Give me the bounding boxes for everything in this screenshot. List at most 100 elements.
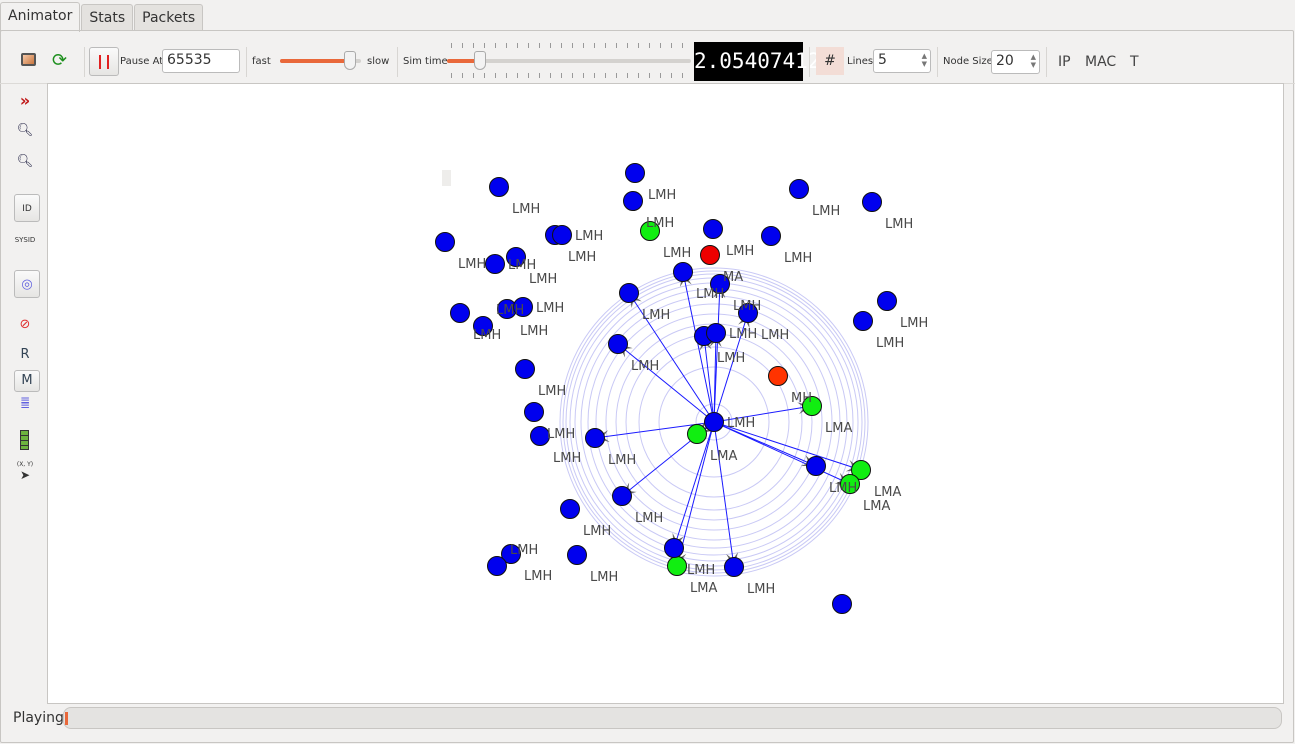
- node[interactable]: [552, 225, 572, 245]
- node[interactable]: [687, 424, 707, 444]
- node[interactable]: [608, 334, 628, 354]
- t-toggle[interactable]: T: [1130, 54, 1139, 70]
- node[interactable]: [515, 359, 535, 379]
- node[interactable]: [704, 412, 724, 432]
- range-circle: [587, 295, 841, 549]
- node-size-label: Node Size: [943, 56, 993, 67]
- node[interactable]: [724, 557, 744, 577]
- packet-link: [713, 332, 717, 423]
- node-label: LMA: [874, 485, 901, 500]
- r-button[interactable]: R: [20, 347, 30, 362]
- node-label: LMH: [726, 244, 754, 259]
- node[interactable]: [738, 303, 758, 323]
- packet-table-icon[interactable]: ≡≡: [19, 393, 31, 412]
- tab-animator[interactable]: Animator: [0, 2, 81, 32]
- node[interactable]: [450, 303, 470, 323]
- node[interactable]: [487, 556, 507, 576]
- node[interactable]: [567, 545, 587, 565]
- mac-toggle[interactable]: MAC: [1085, 54, 1117, 70]
- node[interactable]: [853, 311, 873, 331]
- node[interactable]: [485, 254, 505, 274]
- m-button[interactable]: M: [14, 370, 40, 392]
- node[interactable]: [435, 232, 455, 252]
- node-label: LMH: [727, 416, 755, 431]
- open-file-icon[interactable]: [21, 53, 36, 66]
- canvas-marker: [442, 170, 451, 186]
- node[interactable]: [473, 316, 493, 336]
- node[interactable]: [851, 460, 871, 480]
- show-id-button[interactable]: ID: [14, 194, 40, 222]
- tab-packets[interactable]: Packets: [134, 4, 204, 31]
- node[interactable]: [623, 191, 643, 211]
- node[interactable]: [506, 247, 526, 267]
- node[interactable]: [806, 456, 826, 476]
- node[interactable]: [489, 177, 509, 197]
- node[interactable]: [703, 219, 723, 239]
- cursor-xy-icon[interactable]: (X, Y)➤: [16, 461, 34, 482]
- node[interactable]: [768, 366, 788, 386]
- node[interactable]: [612, 486, 632, 506]
- speed-slider[interactable]: [280, 51, 361, 70]
- sim-time-label: Sim time: [403, 56, 448, 67]
- packet-link: [628, 292, 715, 423]
- node-label: LMH: [512, 202, 540, 217]
- zoom-out-icon[interactable]: 🔍︎: [16, 154, 34, 169]
- ip-toggle[interactable]: IP: [1058, 54, 1071, 70]
- node[interactable]: [530, 426, 550, 446]
- pause-at-input[interactable]: 65535: [162, 49, 240, 73]
- node-label: LMA: [863, 499, 890, 514]
- packet-link: [682, 271, 715, 423]
- node[interactable]: [862, 192, 882, 212]
- node-label: LMH: [473, 328, 501, 343]
- lines-label: Lines: [847, 56, 874, 67]
- pause-icon: [99, 55, 109, 69]
- node[interactable]: [706, 323, 726, 343]
- spin-arrows-icon[interactable]: ▲▼: [1030, 53, 1036, 69]
- animation-canvas[interactable]: [47, 83, 1284, 704]
- spin-arrows-icon[interactable]: ▲▼: [921, 52, 927, 68]
- packet-link: [713, 405, 813, 423]
- node-label: LMH: [536, 301, 564, 316]
- reload-icon[interactable]: ⟳: [52, 50, 68, 71]
- node[interactable]: [513, 297, 533, 317]
- pause-button[interactable]: [89, 47, 119, 76]
- node[interactable]: [560, 499, 580, 519]
- node[interactable]: [761, 226, 781, 246]
- node[interactable]: [710, 274, 730, 294]
- node[interactable]: [619, 283, 639, 303]
- node-label: LMH: [538, 384, 566, 399]
- range-circle: [559, 267, 869, 577]
- node-label: LMH: [812, 204, 840, 219]
- wireless-circles-button[interactable]: ◎: [14, 270, 40, 298]
- node[interactable]: [840, 474, 860, 494]
- tab-stats[interactable]: Stats: [81, 4, 134, 31]
- node-size-spinbox[interactable]: 20▲▼: [991, 50, 1040, 74]
- node[interactable]: [524, 402, 544, 422]
- node-label: LMH: [631, 359, 659, 374]
- packet-link: [713, 421, 851, 485]
- node-label: LMH: [642, 308, 670, 323]
- node[interactable]: [664, 538, 684, 558]
- sim-time-slider[interactable]: [447, 51, 691, 70]
- node[interactable]: [700, 245, 720, 265]
- zoom-in-icon[interactable]: 🔍︎: [16, 123, 34, 138]
- node[interactable]: [832, 594, 852, 614]
- node[interactable]: [585, 428, 605, 448]
- expand-icon[interactable]: »: [19, 91, 31, 110]
- node[interactable]: [673, 262, 693, 282]
- node-label: MH: [791, 391, 812, 406]
- sysid-icon[interactable]: SYSID: [14, 236, 36, 244]
- node[interactable]: [667, 556, 687, 576]
- lines-spinbox[interactable]: 5▲▼: [873, 49, 931, 73]
- node-label: LMH: [687, 563, 715, 578]
- grid-toggle-button[interactable]: #: [816, 47, 844, 75]
- node-label: LMH: [747, 582, 775, 597]
- node[interactable]: [625, 163, 645, 183]
- node[interactable]: [789, 179, 809, 199]
- node[interactable]: [501, 544, 521, 564]
- node[interactable]: [640, 221, 660, 241]
- node[interactable]: [802, 396, 822, 416]
- no-packets-icon[interactable]: ⊘: [19, 317, 31, 332]
- node[interactable]: [877, 291, 897, 311]
- battery-icon[interactable]: [20, 430, 29, 450]
